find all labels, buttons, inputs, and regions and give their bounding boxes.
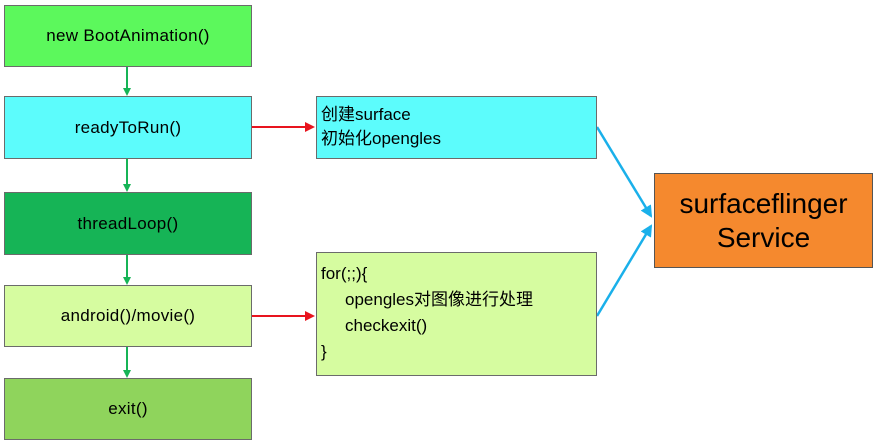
surfaceflinger-service: surfaceflinger Service xyxy=(654,173,873,268)
note-line: for(;;){ xyxy=(321,264,368,283)
note-line: 初始化opengles xyxy=(321,129,442,148)
note-line: opengles对图像进行处理 xyxy=(345,290,534,309)
step-thread-loop: threadLoop() xyxy=(4,192,252,255)
step-label: new BootAnimation() xyxy=(46,26,210,45)
arrow-loop-note-to-service xyxy=(595,224,653,317)
note-line: } xyxy=(321,342,327,361)
step-android-movie: android()/movie() xyxy=(4,285,252,347)
step-label: readyToRun() xyxy=(74,117,182,137)
service-line: surfaceflinger xyxy=(679,187,848,219)
step-ready-to-run: readyToRun() xyxy=(4,96,252,159)
step-label: exit() xyxy=(108,399,148,418)
note-render-loop: for(;;){ opengles对图像进行处理 checkexit() } xyxy=(316,252,597,376)
step-label: android()/movie() xyxy=(60,306,196,325)
step-new-boot-animation: new BootAnimation() xyxy=(4,5,252,67)
note-line: 创建surface xyxy=(321,105,411,124)
service-line: Service xyxy=(716,221,811,253)
step-label: threadLoop() xyxy=(77,213,179,233)
note-create-surface: 创建surface 初始化opengles xyxy=(316,96,597,159)
arrow-surface-note-to-service xyxy=(595,126,653,218)
step-exit: exit() xyxy=(4,378,252,440)
note-line: checkexit() xyxy=(345,316,428,335)
